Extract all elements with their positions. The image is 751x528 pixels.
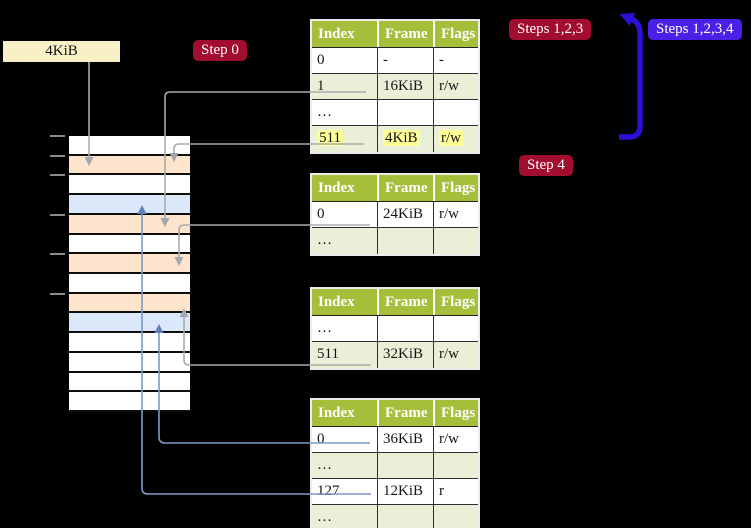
table-row: 0 -- (312, 48, 478, 74)
column-header: Index (318, 180, 355, 196)
column-header: Flags (433, 175, 478, 201)
column-header: Frame (377, 289, 433, 315)
table-cell: 32KiB (377, 342, 433, 368)
memory-row-8 (69, 293, 190, 314)
table-cell: 1 (317, 78, 325, 94)
memory-tick (50, 135, 65, 137)
memory-row-4 (69, 214, 190, 235)
memory-row-7 (69, 274, 190, 294)
table-row: … (312, 453, 478, 479)
table-cell: r/w (433, 202, 478, 227)
recursive-loop-arrow (619, 12, 643, 140)
memory-tick (50, 253, 65, 256)
table-cell: r/w (433, 342, 478, 368)
memory-tick (50, 154, 65, 157)
table-cell (377, 453, 433, 478)
table-cell: … (317, 232, 332, 248)
table-cell (377, 316, 433, 341)
table-cell: 24KiB (377, 202, 433, 227)
memory-tick (50, 174, 65, 177)
table-cell: 0 (317, 431, 325, 447)
memory-row-12 (69, 372, 190, 393)
table-cell: 127 (317, 483, 340, 499)
table-row: … (312, 505, 478, 528)
table-cell: 16KiB (377, 74, 433, 99)
table-cell: 4KiB (377, 126, 433, 152)
table-cell: … (317, 457, 332, 473)
table-row: 511 4KiB r/w (312, 126, 478, 152)
column-header: Flags (433, 400, 478, 426)
memory-row-2 (69, 175, 190, 196)
table-cell (377, 228, 433, 254)
column-header: Flags (433, 21, 478, 47)
table-cell: r (433, 479, 478, 504)
frame-size-label: 4KiB (3, 41, 120, 62)
column-header: Index (318, 26, 355, 42)
table-row: … (312, 228, 478, 254)
column-header: Index (318, 294, 355, 310)
column-header: Flags (433, 289, 478, 315)
table-cell: 0 (317, 52, 325, 68)
memory-row-1 (69, 155, 190, 176)
table-row: … (312, 100, 478, 126)
table-cell: - (433, 48, 478, 73)
table-cell: r/w (433, 126, 478, 152)
steps-123-badge: Steps 1,2,3 (509, 19, 592, 40)
highlighted-cell-text: 4KiB (383, 130, 420, 146)
table-cell: … (317, 509, 332, 525)
table-cell: 0 (317, 206, 325, 222)
table-cell: 511 (312, 126, 377, 152)
table-cell (433, 316, 478, 341)
highlighted-cell-text: 511 (317, 130, 343, 146)
step0-badge: Step 0 (193, 40, 247, 61)
table-cell: 511 (317, 346, 339, 362)
column-header: Frame (377, 21, 433, 47)
memory-row-13 (69, 392, 190, 413)
memory-row-0 (69, 136, 190, 156)
table-cell: - (377, 48, 433, 73)
physical-memory-column (69, 136, 190, 413)
table-cell: … (317, 320, 332, 336)
memory-tick (50, 213, 65, 216)
table-row: … (312, 316, 478, 342)
memory-row-5 (69, 234, 190, 255)
table-cell: 12KiB (377, 479, 433, 504)
table-cell (433, 453, 478, 478)
column-header: Frame (377, 175, 433, 201)
memory-tick (50, 292, 65, 295)
memory-row-11 (69, 352, 190, 373)
column-header: Index (318, 405, 355, 421)
table-cell: r/w (433, 74, 478, 99)
table-cell (377, 100, 433, 125)
table-cell (433, 228, 478, 254)
step4-badge: Step 4 (519, 155, 573, 176)
column-header: Frame (377, 400, 433, 426)
table-cell: r/w (433, 427, 478, 452)
memory-row-9 (69, 313, 190, 334)
table-cell: … (317, 104, 332, 120)
memory-row-6 (69, 254, 190, 275)
table-cell (433, 505, 478, 528)
memory-row-10 (69, 333, 190, 353)
table-cell (433, 100, 478, 125)
table-cell (377, 505, 433, 528)
table-cell: 36KiB (377, 427, 433, 452)
highlighted-cell-text: r/w (439, 130, 463, 146)
memory-row-3 (69, 195, 190, 215)
steps-1234-badge: Steps 1,2,3,4 (648, 19, 742, 40)
frame-size-label-text: 4KiB (45, 43, 78, 59)
